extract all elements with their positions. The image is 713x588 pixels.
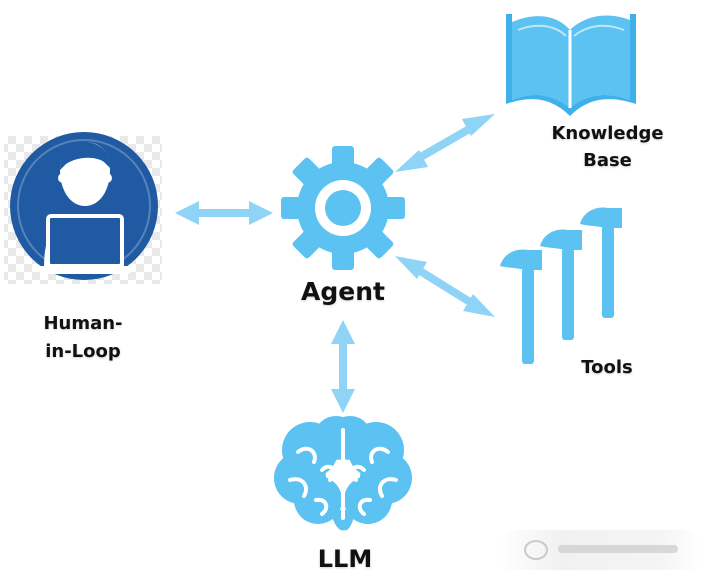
arrow-agent-llm <box>331 320 355 413</box>
chat-icon <box>524 540 548 560</box>
human-in-loop-label-line1: Human- <box>43 313 123 334</box>
arrows <box>175 114 495 413</box>
gear-icon <box>281 146 405 270</box>
hammers-icon <box>500 207 622 364</box>
knowledge-base-label-line2: Base <box>583 150 632 171</box>
arrow-agent-knowledge-base <box>395 114 495 172</box>
llm-label: LLM <box>317 545 373 573</box>
arrow-agent-human <box>175 201 273 225</box>
knowledge-base-label-line1: Knowledge <box>551 123 664 144</box>
human-in-loop-label-line2: in-Loop <box>45 341 121 362</box>
watermark-text-blur <box>558 545 678 553</box>
agent-label: Agent <box>301 277 385 306</box>
watermark <box>500 530 700 570</box>
book-icon <box>506 14 636 116</box>
tools-label: Tools <box>581 357 633 378</box>
knowledge-base-label: Knowledge Base <box>520 120 695 174</box>
brain-icon <box>274 416 412 531</box>
human-in-loop-label: Human- in-Loop <box>18 310 148 366</box>
arrow-agent-tools <box>395 256 495 317</box>
person-laptop-icon <box>4 132 162 284</box>
